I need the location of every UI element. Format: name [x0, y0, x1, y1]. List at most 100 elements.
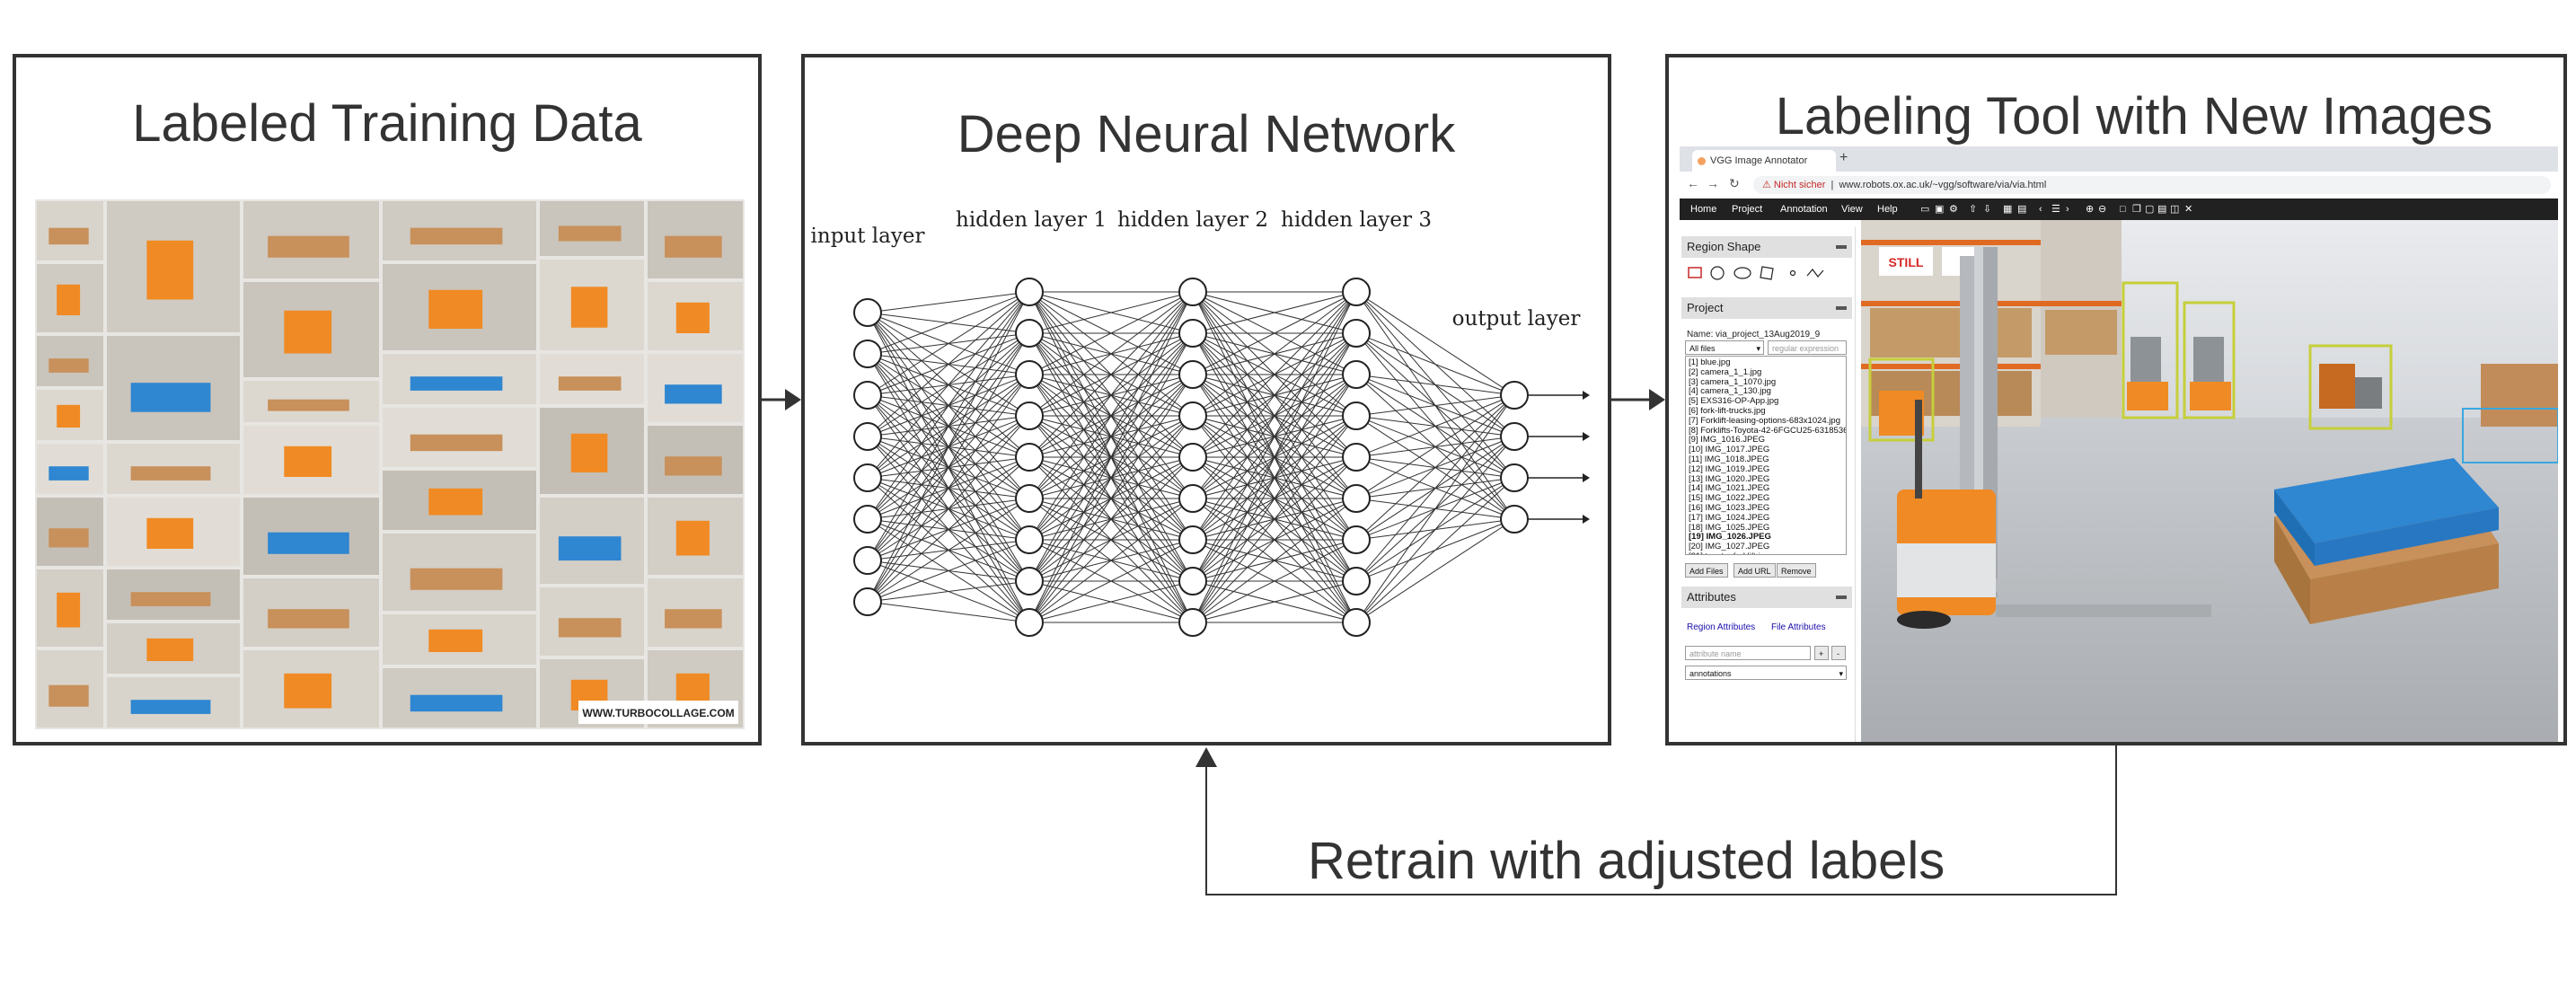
attributes-header[interactable]: Attributes	[1681, 587, 1852, 608]
file-attributes-link[interactable]: File Attributes	[1771, 622, 1826, 632]
collapse-icon[interactable]	[1836, 306, 1847, 310]
zoom-out-icon[interactable]: ⊖	[2098, 204, 2107, 215]
list-icon[interactable]: ☰	[2051, 204, 2060, 215]
next-image-icon[interactable]: ›	[2066, 204, 2069, 215]
forward-icon[interactable]: →	[1707, 176, 1719, 190]
file-filter-value: All files	[1689, 344, 1716, 353]
paste-icon[interactable]: ▢	[2145, 204, 2155, 215]
select-all-icon[interactable]: □	[2120, 204, 2126, 215]
region-shape-header[interactable]: Region Shape	[1681, 236, 1852, 258]
collapse-icon[interactable]	[1836, 245, 1847, 249]
bg-forklift-3	[2319, 364, 2382, 409]
new-tab-button[interactable]: +	[1839, 150, 1848, 165]
menu-annotation[interactable]: Annotation	[1780, 204, 1828, 215]
file-list-item[interactable]: [3] camera_1_1070.jpg	[1689, 376, 1777, 387]
remove-button[interactable]: Remove	[1777, 563, 1816, 578]
nn-connection	[1028, 332, 1194, 623]
menu-help[interactable]: Help	[1877, 204, 1898, 215]
file-list-item[interactable]: [5] EXS316-OP-App.jpg	[1689, 396, 1779, 407]
nn-neuron-layer-1	[1015, 401, 1044, 430]
nn-connection	[867, 601, 1030, 623]
file-list-item[interactable]: [4] camera_1_130.jpg	[1689, 386, 1771, 397]
comment-icon[interactable]: ▤	[2017, 204, 2027, 215]
add-attribute-button[interactable]: +	[1814, 646, 1829, 660]
add-files-button[interactable]: Add Files	[1685, 563, 1728, 578]
file-list-item[interactable]: [12] IMG_1019.JPEG	[1689, 463, 1770, 474]
download-icon[interactable]: ⇩	[1983, 204, 1992, 215]
add-url-button[interactable]: Add URL	[1734, 563, 1776, 578]
attribute-name-input[interactable]: attribute name	[1685, 646, 1811, 660]
file-list-item[interactable]: [11] IMG_1018.JPEG	[1689, 454, 1769, 464]
collage-thumbnail	[243, 498, 379, 575]
file-list-item[interactable]: [10] IMG_1017.JPEG	[1689, 445, 1770, 455]
browser-tab[interactable]: VGG Image Annotator	[1692, 150, 1836, 172]
remove-attribute-button[interactable]: -	[1831, 646, 1846, 660]
copy-icon[interactable]: ❐	[2132, 204, 2141, 215]
attribute-select[interactable]: annotations ▾	[1685, 666, 1847, 680]
nn-connection	[1355, 374, 1515, 396]
file-list-item[interactable]: [8] Forklifts-Toyota-42-6FGCU25-6318536	[1689, 425, 1847, 436]
paste-all-icon[interactable]: ▤	[2157, 204, 2167, 215]
file-list-item[interactable]: [1] blue.jpg	[1689, 357, 1731, 367]
save-icon[interactable]: ▣	[1935, 204, 1945, 215]
file-list-item[interactable]: [2] camera_1_1.jpg	[1689, 366, 1762, 377]
nn-neuron-layer-1	[1015, 278, 1044, 306]
close-icon[interactable]: ✕	[2184, 204, 2193, 215]
menu-home[interactable]: Home	[1690, 204, 1717, 215]
nn-neuron-layer-3	[1342, 608, 1371, 637]
upload-icon[interactable]: ⇧	[1969, 204, 1978, 215]
prev-image-icon[interactable]: ‹	[2039, 204, 2042, 215]
file-list-item[interactable]: [9] IMG_1016.JPEG	[1689, 435, 1766, 445]
nn-neuron-layer-3	[1342, 401, 1371, 430]
collage-thumbnail	[107, 444, 240, 494]
file-list-item[interactable]: [6] fork-lift-trucks.jpg	[1689, 405, 1766, 416]
nn-neuron-layer-2	[1178, 319, 1207, 348]
file-list-item[interactable]: [17] IMG_1024.JPEG	[1689, 512, 1770, 523]
back-icon[interactable]: ←	[1687, 176, 1699, 190]
menu-project[interactable]: Project	[1732, 204, 1763, 215]
file-list[interactable]: [1] blue.jpg[2] camera_1_1.jpg[3] camera…	[1685, 356, 1847, 555]
nn-neuron-layer-0	[853, 505, 882, 534]
via-screenshot: VGG Image Annotator + ← → ↻ ⚠ Nicht sich…	[1680, 146, 2558, 742]
nn-connection	[1028, 415, 1194, 623]
nn-neuron-layer-2	[1178, 443, 1207, 472]
grid-view-icon[interactable]: ▦	[2003, 204, 2013, 215]
file-list-item[interactable]: [20] IMG_1027.JPEG	[1689, 542, 1770, 552]
open-folder-icon[interactable]: ▭	[1920, 204, 1930, 215]
file-list-item[interactable]: [18] IMG_1025.JPEG	[1689, 522, 1770, 533]
nn-connection	[1028, 291, 1194, 375]
file-list-item[interactable]: [13] IMG_1020.JPEG	[1689, 473, 1770, 484]
nn-connection	[1355, 477, 1515, 623]
polyline-shape-icon	[1806, 269, 1824, 278]
collage-thumbnail	[107, 677, 240, 728]
bg-forklift-1	[2127, 337, 2168, 410]
project-name-value[interactable]: via_project_13Aug2019_9	[1716, 330, 1821, 340]
file-filter-input[interactable]: regular expression	[1768, 340, 1847, 355]
bg-forklift-2	[2190, 337, 2231, 410]
menu-view[interactable]: View	[1841, 204, 1863, 215]
reload-icon[interactable]: ↻	[1729, 176, 1740, 190]
nn-connection	[1355, 394, 1515, 458]
file-list-item[interactable]: [16] IMG_1023.JPEG	[1689, 502, 1770, 513]
file-filter-select[interactable]: All files ▾	[1685, 340, 1764, 355]
file-list-item[interactable]: [14] IMG_1021.JPEG	[1689, 483, 1770, 494]
nn-connection	[1028, 291, 1194, 334]
file-list-item[interactable]: [15] IMG_1022.JPEG	[1689, 493, 1770, 504]
project-header[interactable]: Project	[1681, 297, 1852, 319]
collage-thumbnail	[107, 201, 240, 332]
nn-connection	[867, 539, 1030, 603]
hidden-layer-2-label: hidden layer 2	[1117, 208, 1268, 232]
region-attributes-link[interactable]: Region Attributes	[1687, 622, 1756, 632]
settings-icon[interactable]: ⚙	[1949, 204, 1958, 215]
file-list-item[interactable]: [21] toyota_forklift.jpg	[1689, 551, 1843, 554]
file-list-item[interactable]: [7] Forklift-leasing-options-683x1024.jp…	[1689, 415, 1840, 426]
collage-thumbnail	[107, 569, 240, 620]
file-list-item[interactable]: [19] IMG_1026.JPEG	[1689, 532, 1771, 543]
collapse-icon[interactable]	[1836, 595, 1847, 599]
address-field[interactable]: ⚠ Nicht sicher | www.robots.ox.ac.uk/~vg…	[1753, 176, 2551, 194]
delete-icon[interactable]: ◫	[2170, 204, 2180, 215]
zoom-in-icon[interactable]: ⊕	[2086, 204, 2095, 215]
bbox-1	[2122, 281, 2179, 419]
pallet-rack-right	[2041, 220, 2122, 418]
browser-tab-strip: VGG Image Annotator +	[1680, 146, 2558, 172]
